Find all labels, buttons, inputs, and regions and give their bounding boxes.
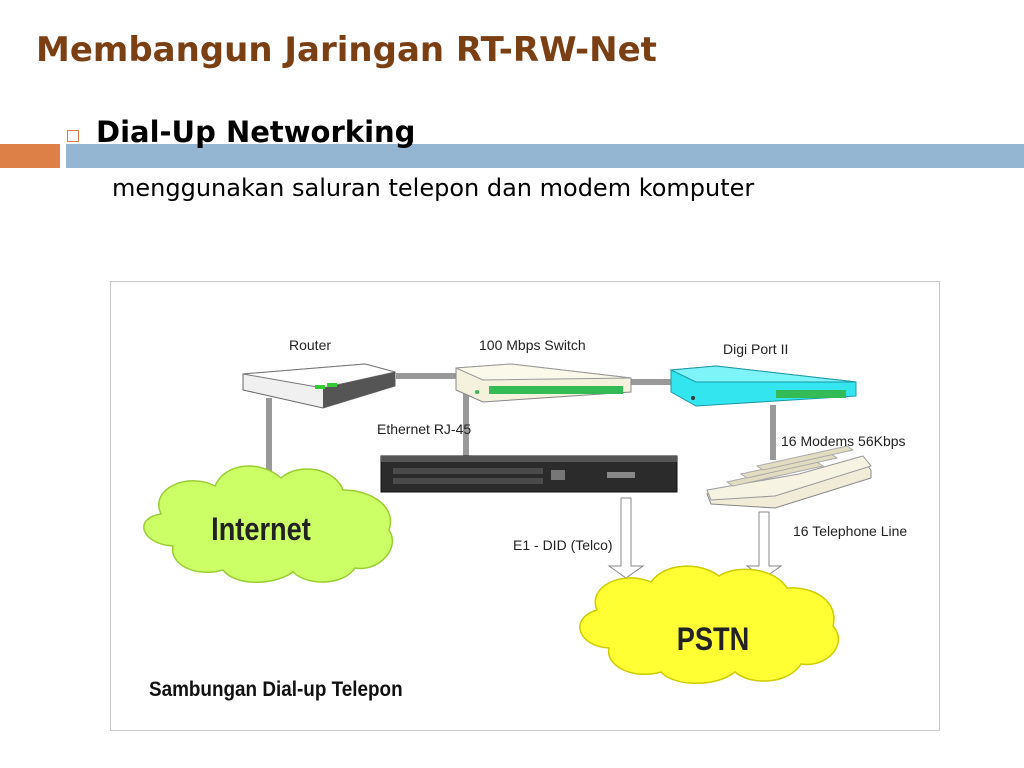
telephone-line-label: 16 Telephone Line xyxy=(793,523,907,539)
slide-title: Membangun Jaringan RT-RW-Net xyxy=(36,30,657,70)
ethernet-rack-device xyxy=(380,455,678,493)
digiport-label: Digi Port II xyxy=(723,341,788,357)
digiport-device xyxy=(669,365,857,407)
internet-cloud xyxy=(143,465,394,583)
accent-bar-blue xyxy=(66,144,1024,168)
router-label: Router xyxy=(289,337,331,353)
switch-device xyxy=(455,363,632,403)
bullet-heading: Dial-Up Networking xyxy=(96,115,416,149)
accent-bar-orange xyxy=(0,144,60,168)
modems-device xyxy=(706,445,872,509)
network-diagram: Internet PSTN Router 100 Mbps Switch Dig… xyxy=(110,281,940,731)
bullet-subtext: menggunakan saluran telepon dan modem ko… xyxy=(112,174,755,202)
ethernet-label: Ethernet RJ-45 xyxy=(377,421,471,437)
internet-label: Internet xyxy=(211,512,311,548)
bullet-square-icon xyxy=(67,130,79,142)
e1-label: E1 - DID (Telco) xyxy=(513,537,613,553)
router-device xyxy=(242,363,396,409)
down-arrow-icon xyxy=(607,497,783,579)
diagram-caption: Sambungan Dial-up Telepon xyxy=(149,678,403,701)
pstn-label: PSTN xyxy=(677,622,750,658)
pstn-cloud xyxy=(579,565,840,684)
modems-label: 16 Modems 56Kbps xyxy=(781,433,906,449)
switch-label: 100 Mbps Switch xyxy=(479,337,586,353)
cables xyxy=(266,373,776,480)
